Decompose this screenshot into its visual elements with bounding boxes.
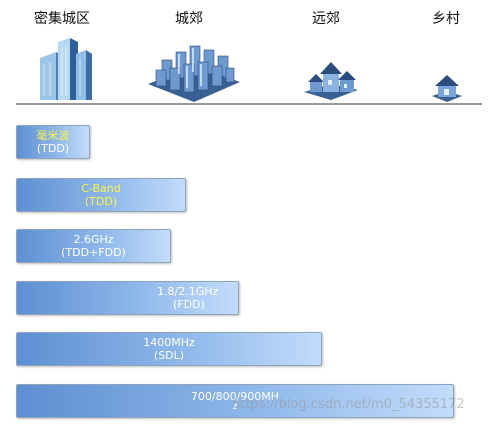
band-mode: (SDL) — [153, 349, 185, 362]
band-mode: (TDD) — [84, 195, 118, 208]
band-name: 1.8/2.1GHz — [157, 285, 219, 298]
band-bar-c-band: C-Band (TDD) — [16, 178, 186, 212]
house-cluster-icon — [304, 62, 358, 100]
area-label-suburban: 远郊 — [312, 11, 340, 27]
band-bar-2-6ghz: 2.6GHz (TDD+FDD) — [16, 229, 171, 263]
watermark-text: https://blog.csdn.net/m0_54355172 — [232, 397, 465, 412]
divider-line — [16, 103, 482, 105]
city-blocks-icon — [148, 45, 240, 102]
band-name: 毫米波 — [36, 129, 70, 142]
skyscraper-icon — [40, 38, 92, 100]
band-name: 2.6GHz — [73, 233, 114, 246]
band-bar-mmwave: 毫米波 (TDD) — [16, 125, 90, 159]
band-bar-1-8-2-1ghz: 1.8/2.1GHz (FDD) — [16, 281, 239, 315]
band-bar-700-800-900mhz: 700/800/900MH z — [16, 384, 454, 418]
small-house-icon — [432, 75, 462, 102]
band-name: 1400MHz — [143, 336, 195, 349]
band-mode: (TDD) — [36, 142, 70, 155]
band-mode: (TDD+FDD) — [61, 246, 126, 259]
band-name: 700/800/900MH — [190, 390, 280, 403]
area-label-rural: 乡村 — [432, 11, 460, 27]
band-mode: z — [232, 402, 238, 412]
area-label-urban: 城郊 — [175, 11, 203, 27]
band-name: C-Band — [81, 182, 121, 195]
band-mode: (FDD) — [173, 298, 205, 311]
area-label-dense-urban: 密集城区 — [34, 11, 90, 27]
band-bar-1400mhz: 1400MHz (SDL) — [16, 332, 322, 366]
